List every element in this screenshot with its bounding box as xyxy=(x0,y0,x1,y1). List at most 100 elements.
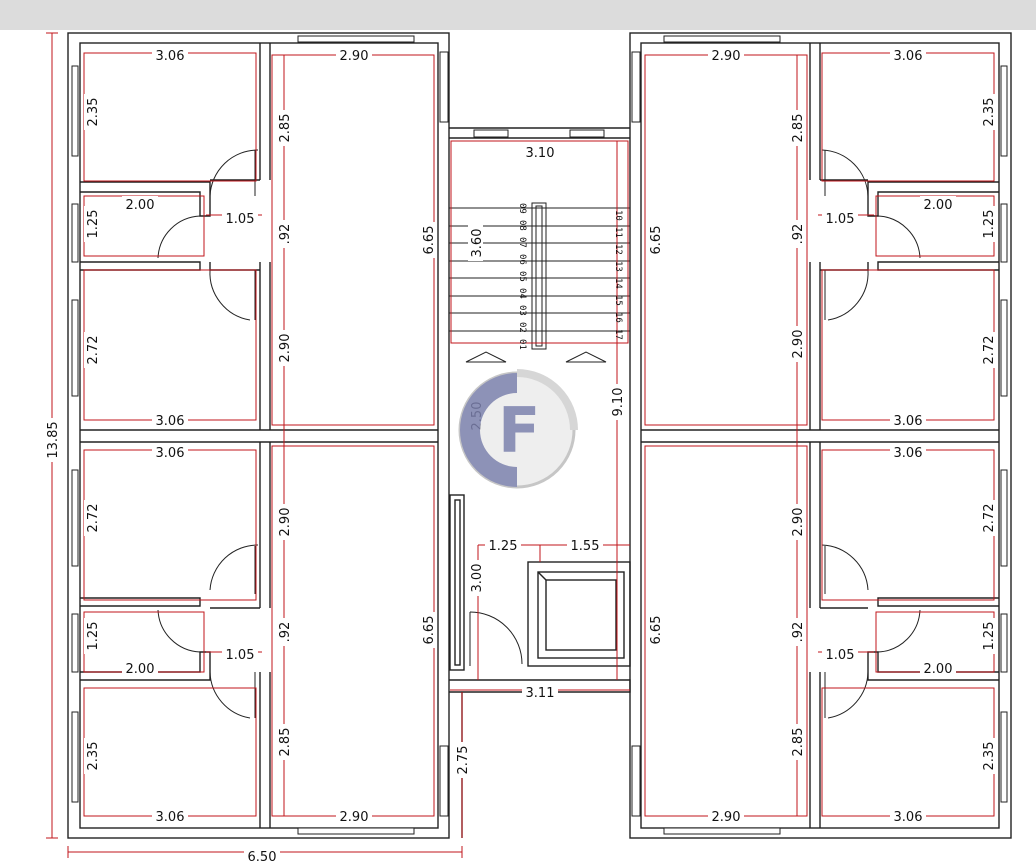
dim-label-r-pass2: .92 xyxy=(789,618,806,646)
dim-label-text: 2.35 xyxy=(86,98,101,127)
dim-label-r-living-top: 6.65 xyxy=(647,222,664,258)
dim-label-text: 2.90 xyxy=(791,508,806,537)
dim-label-l-bath2-w: 2.00 xyxy=(122,660,158,677)
dim-label-r-room4-w: 3.06 xyxy=(890,808,926,825)
stair-step-up-14: 14 xyxy=(613,278,623,289)
dim-label-l-bath1-h: 1.25 xyxy=(84,206,101,242)
dim-label-text: .92 xyxy=(278,224,293,245)
dim-label-l-room4-w: 3.06 xyxy=(152,808,188,825)
dim-label-l-living-bot: 6.65 xyxy=(420,612,437,648)
dim-label-l-room2-h: 2.72 xyxy=(84,332,101,368)
dim-label-text: 3.00 xyxy=(470,564,485,593)
dim-label-r-hall2: 1.05 xyxy=(822,646,858,663)
dim-label-text: 3.06 xyxy=(156,414,185,429)
dim-label-text: 2.72 xyxy=(86,504,101,533)
dim-label-text: 1.25 xyxy=(982,210,997,239)
dimension-labels: 13.856.503.103.609.102.503.112.753.001.2… xyxy=(44,47,997,862)
dim-label-lobby-b: 1.55 xyxy=(567,537,603,554)
dim-label-core-lower: 2.75 xyxy=(454,742,471,778)
stair-step-up-13: 13 xyxy=(613,261,623,272)
dim-label-l-bath2-h: 1.25 xyxy=(84,618,101,654)
dim-label-text: 3.10 xyxy=(526,146,555,161)
dim-label-text: 6.65 xyxy=(422,616,437,645)
dim-label-text: .92 xyxy=(278,622,293,643)
dim-label-stair-core: 9.10 xyxy=(609,384,626,420)
logo-letter: F xyxy=(498,394,540,467)
dim-label-text: 3.06 xyxy=(894,414,923,429)
dim-label-text: 1.25 xyxy=(86,622,101,651)
dim-label-l-bed-top-h: 2.85 xyxy=(276,110,293,146)
dim-label-text: 2.72 xyxy=(86,336,101,365)
dim-label-text: 2.90 xyxy=(712,49,741,64)
dim-label-l-room1-w: 3.06 xyxy=(152,47,188,64)
dim-label-text: 2.85 xyxy=(278,728,293,757)
watermark-logo: F xyxy=(458,369,578,489)
dim-label-text: 2.72 xyxy=(982,504,997,533)
stair-step-up-11: 11 xyxy=(613,227,623,238)
dim-label-r-living-bot: 6.65 xyxy=(647,612,664,648)
dim-label-l-hall1: 1.05 xyxy=(222,210,258,227)
dim-label-r-bed-bot-h: 2.90 xyxy=(789,504,806,540)
dim-label-text: .92 xyxy=(791,622,806,643)
stair-step-down-04: 04 xyxy=(517,288,527,299)
dim-label-r-bed-bot2: 2.85 xyxy=(789,724,806,760)
dim-label-l-room1-h: 2.35 xyxy=(84,94,101,130)
stair-step-up-10: 10 xyxy=(613,210,623,221)
dim-label-text: 6.65 xyxy=(649,226,664,255)
dim-label-l-room2-w: 3.06 xyxy=(152,412,188,429)
viewer-top-bar xyxy=(0,0,1036,30)
dim-label-text: 3.06 xyxy=(156,49,185,64)
dim-label-text: 2.00 xyxy=(924,662,953,677)
dim-label-l-room3-h: 2.72 xyxy=(84,500,101,536)
dim-label-r-bed-top2: 2.90 xyxy=(789,326,806,362)
dim-label-text: 2.90 xyxy=(278,334,293,363)
dim-label-text: 2.90 xyxy=(791,330,806,359)
dim-label-lobby-a: 1.25 xyxy=(485,537,521,554)
dim-label-text: 2.35 xyxy=(982,98,997,127)
stair-step-down-05: 05 xyxy=(517,271,527,282)
stair-step-down-03: 03 xyxy=(517,305,527,316)
dim-label-text: 3.11 xyxy=(526,686,555,701)
stair-step-up-15: 15 xyxy=(613,295,623,306)
dim-label-r-bed-bot-w: 2.90 xyxy=(708,808,744,825)
dim-label-text: 3.06 xyxy=(156,810,185,825)
dim-label-text: 2.75 xyxy=(456,746,471,775)
dim-label-r-bath2-w: 2.00 xyxy=(920,660,956,677)
dim-label-text: 3.06 xyxy=(894,810,923,825)
dim-label-text: 3.06 xyxy=(894,446,923,461)
left-wing xyxy=(67,32,450,839)
stair-step-down-01: 01 xyxy=(517,339,527,350)
dim-label-core-bottom: 3.11 xyxy=(522,684,558,701)
dim-label-r-room1-h: 2.35 xyxy=(980,94,997,130)
dim-label-r-room3-w: 3.06 xyxy=(890,444,926,461)
dim-label-r-bath1-h: 1.25 xyxy=(980,206,997,242)
dim-label-r-bed-top-w: 2.90 xyxy=(708,47,744,64)
dim-label-text: 2.35 xyxy=(982,742,997,771)
dim-label-text: 6.50 xyxy=(248,850,277,862)
dim-label-l-bed-bot-h: 2.90 xyxy=(276,504,293,540)
dim-label-text: 2.85 xyxy=(791,728,806,757)
dim-label-text: 2.00 xyxy=(126,198,155,213)
dim-label-text: 1.05 xyxy=(226,212,255,227)
dim-label-text: 2.00 xyxy=(924,198,953,213)
dim-label-text: 2.72 xyxy=(982,336,997,365)
dim-label-l-bed-top2: 2.90 xyxy=(276,330,293,366)
dim-label-r-bath1-w: 2.00 xyxy=(920,196,956,213)
dim-label-l-bath1-w: 2.00 xyxy=(122,196,158,213)
dim-label-text: 2.85 xyxy=(791,114,806,143)
dim-label-text: 3.06 xyxy=(894,49,923,64)
dim-label-text: .92 xyxy=(791,224,806,245)
dim-label-l-pass2: .92 xyxy=(276,618,293,646)
dim-label-lift-shaft: 3.00 xyxy=(468,560,485,596)
dim-label-l-living-top: 6.65 xyxy=(420,222,437,258)
dim-label-r-pass1: .92 xyxy=(789,220,806,248)
dim-label-text: 1.55 xyxy=(571,539,600,554)
dim-label-l-hall2: 1.05 xyxy=(222,646,258,663)
stair-step-up-12: 12 xyxy=(613,244,623,255)
stair-step-down-07: 07 xyxy=(517,237,527,248)
dim-label-text: 6.65 xyxy=(649,616,664,645)
dim-label-total-height: 13.85 xyxy=(44,418,61,462)
stair-step-down-09: 09 xyxy=(517,203,527,214)
dim-label-text: 2.90 xyxy=(340,49,369,64)
